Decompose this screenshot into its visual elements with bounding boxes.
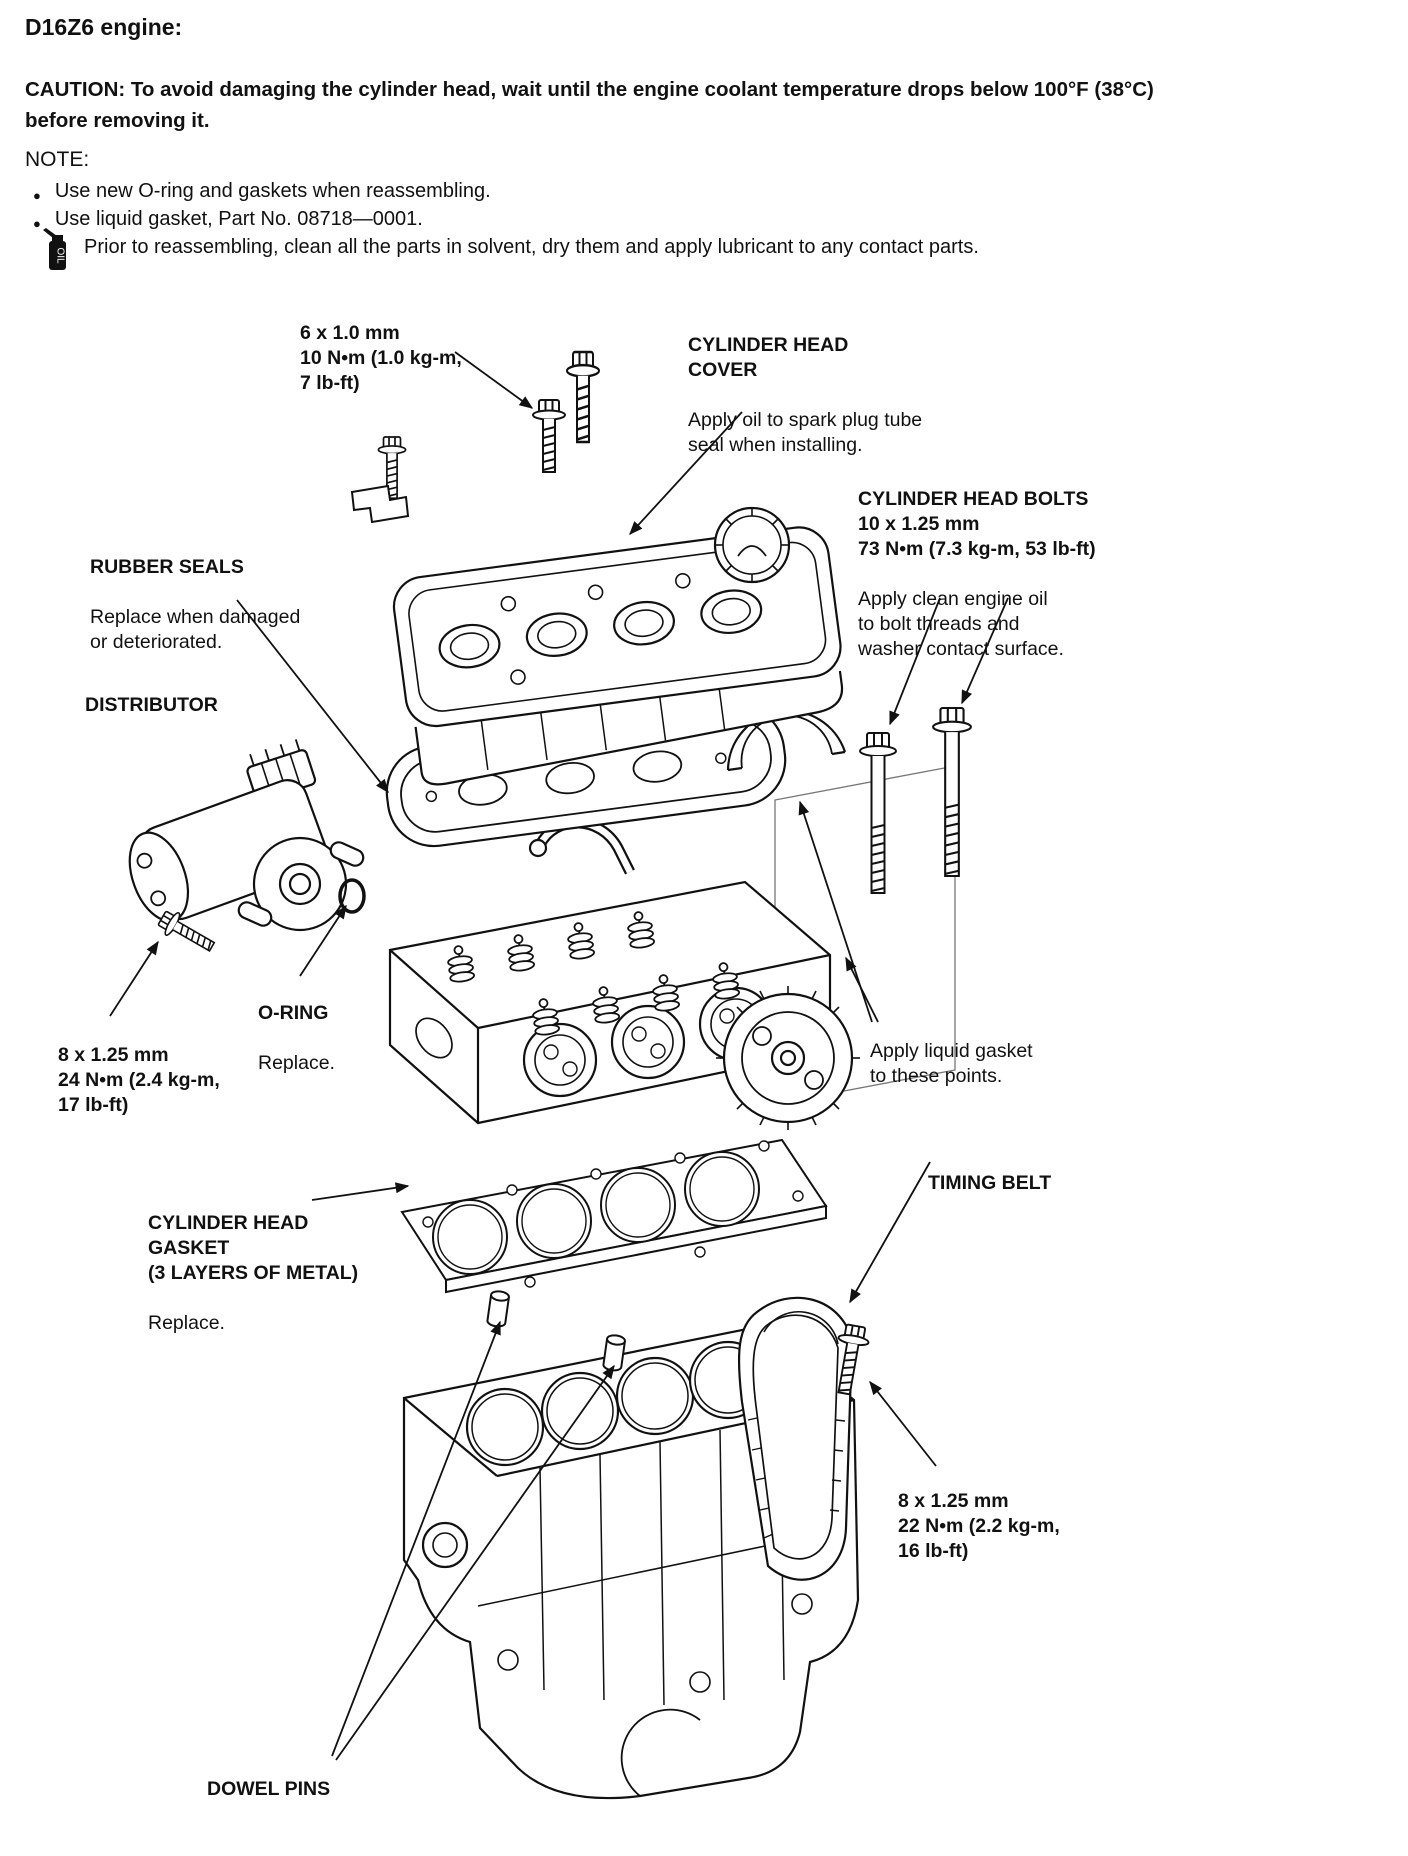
- callout-cylinder-head-bolts: CYLINDER HEAD BOLTS 10 x 1.25 mm 73 N•m …: [858, 462, 1096, 687]
- bullet-icon: ●: [33, 188, 41, 203]
- timing-belt-drawing: [737, 1296, 854, 1581]
- distributor-drawing: [128, 739, 365, 932]
- callout-cylinder-head-gasket-desc: Replace.: [148, 1312, 225, 1334]
- top-bolts-drawing: [350, 350, 601, 524]
- callout-cylinder-head-cover-desc: Apply oil to spark plug tube seal when i…: [688, 409, 923, 456]
- svg-text:OIL: OIL: [55, 247, 66, 264]
- callout-bolt-8x22: 8 x 1.25 mm 22 N•m (2.2 kg-m, 16 lb-ft): [898, 1464, 1060, 1589]
- head-bolts-drawing: [859, 706, 972, 894]
- note-item-2: ● Use liquid gasket, Part No. 08718—0001…: [33, 206, 423, 237]
- head-gasket-drawing: [400, 1138, 828, 1294]
- leader-lines: [109, 351, 1009, 1761]
- caution-text: CAUTION: To avoid damaging the cylinder …: [25, 78, 1154, 132]
- note-item-1-text: Use new O-ring and gaskets when reassemb…: [54, 180, 491, 202]
- oil-cap-drawing: [713, 506, 791, 584]
- callout-bolt-8x24-spec: 8 x 1.25 mm 24 N•m (2.4 kg-m, 17 lb-ft): [58, 1044, 220, 1116]
- callout-bolt-6x10-spec: 6 x 1.0 mm 10 N•m (1.0 kg-m, 7 lb-ft): [300, 322, 462, 394]
- callout-distributor-title: DISTRIBUTOR: [85, 694, 218, 716]
- callout-o-ring: O-RING Replace.: [258, 976, 335, 1101]
- page-title: D16Z6 engine:: [25, 14, 183, 40]
- note-item-1: ● Use new O-ring and gaskets when reasse…: [33, 178, 491, 209]
- callout-rubber-seals-title: RUBBER SEALS: [90, 556, 244, 578]
- note-item-2-text: Use liquid gasket, Part No. 08718—0001.: [54, 208, 423, 230]
- callout-cylinder-head-cover: CYLINDER HEAD COVER Apply oil to spark p…: [688, 308, 922, 483]
- callout-liquid-gasket: Apply liquid gasket to these points.: [870, 1014, 1033, 1114]
- callout-cylinder-head-bolts-spec: CYLINDER HEAD BOLTS 10 x 1.25 mm 73 N•m …: [858, 488, 1096, 560]
- o-ring-drawing: [338, 878, 366, 914]
- callout-dowel-pins: DOWEL PINS: [207, 1752, 330, 1827]
- note-label: NOTE:: [25, 148, 90, 171]
- callout-o-ring-desc: Replace.: [258, 1052, 335, 1074]
- oil-can-icon: OIL: [43, 228, 66, 270]
- callout-o-ring-title: O-RING: [258, 1002, 329, 1024]
- callout-rubber-seals-desc: Replace when damaged or deteriorated.: [90, 606, 301, 653]
- callout-bolt-6x10: 6 x 1.0 mm 10 N•m (1.0 kg-m, 7 lb-ft): [300, 296, 462, 421]
- bullet-icon: ●: [33, 216, 41, 231]
- callout-timing-belt-title: TIMING BELT: [928, 1172, 1052, 1194]
- callout-bolt-8x24: 8 x 1.25 mm 24 N•m (2.4 kg-m, 17 lb-ft): [58, 1018, 220, 1143]
- callout-cylinder-head-bolts-desc: Apply clean engine oil to bolt threads a…: [858, 588, 1064, 660]
- callout-cylinder-head-cover-title: CYLINDER HEAD COVER: [688, 334, 849, 381]
- dowel-pins-drawing: [485, 1289, 627, 1373]
- callout-dowel-pins-title: DOWEL PINS: [207, 1778, 331, 1800]
- callout-cylinder-head-gasket: CYLINDER HEAD GASKET (3 LAYERS OF METAL)…: [148, 1186, 358, 1361]
- callout-liquid-gasket-text: Apply liquid gasket to these points.: [870, 1040, 1033, 1087]
- callout-bolt-8x22-spec: 8 x 1.25 mm 22 N•m (2.2 kg-m, 16 lb-ft): [898, 1490, 1060, 1562]
- callout-timing-belt: TIMING BELT: [928, 1146, 1051, 1221]
- note-item-3: OIL Prior to reassembling, clean all the…: [40, 228, 979, 272]
- callout-cylinder-head-gasket-title: CYLINDER HEAD GASKET (3 LAYERS OF METAL): [148, 1212, 359, 1284]
- callout-distributor: DISTRIBUTOR: [85, 668, 218, 743]
- note-item-3-text: Prior to reassembling, clean all the par…: [84, 236, 979, 258]
- callout-rubber-seals: RUBBER SEALS Replace when damaged or det…: [90, 530, 300, 680]
- cam-sprocket-drawing: [716, 986, 860, 1130]
- valve-cover-drawing: [392, 526, 844, 786]
